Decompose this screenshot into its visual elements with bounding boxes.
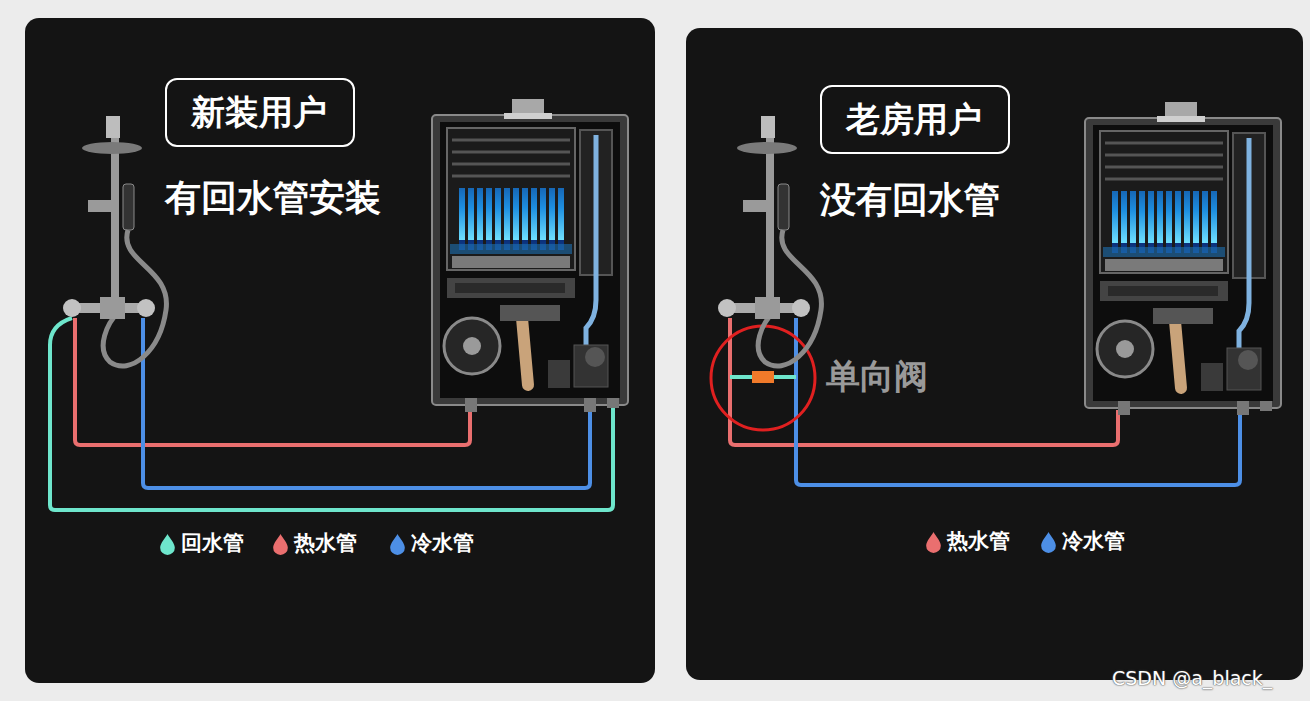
legend-text: 冷水管	[411, 531, 474, 556]
legend-text: 热水管	[294, 531, 357, 556]
legend-item: 回水管	[160, 531, 244, 556]
illustration-part	[25, 18, 655, 683]
legend-item: 冷水管	[1041, 529, 1125, 554]
left-shower	[63, 116, 166, 366]
legend-item: 热水管	[273, 531, 357, 556]
legend-swatch	[1041, 531, 1056, 553]
scene-panel: 没有回水管 老房用户	[686, 28, 1303, 680]
illustration-part	[686, 28, 1303, 680]
right-panel-ground	[686, 28, 1303, 680]
right-shower	[718, 116, 821, 366]
illustration-part	[75, 318, 470, 445]
legend-swatch	[273, 533, 288, 555]
illustration-part	[730, 318, 1118, 445]
water-drop	[160, 534, 175, 555]
illustration-part	[63, 116, 166, 366]
tag-text: 老房用户	[846, 97, 984, 141]
legend-swatch	[926, 531, 941, 553]
tag-text: 新装用户	[191, 90, 329, 134]
legend-item: 冷水管	[390, 531, 474, 556]
illustration-part	[1085, 102, 1281, 415]
illustration-part	[718, 116, 821, 366]
tag-box: 新装用户	[165, 78, 355, 147]
scene-panel: 有回水管安装 新装用户	[25, 18, 655, 683]
legend-swatch	[390, 533, 405, 555]
panel-heading: 有回水管安装	[165, 176, 381, 219]
illustration-part	[432, 99, 628, 412]
left-panel-ground	[25, 18, 655, 683]
left-heater	[432, 99, 628, 412]
illustration-part	[711, 326, 815, 430]
water-drop	[390, 534, 405, 555]
water-drop	[926, 532, 941, 553]
legend-swatch	[160, 533, 175, 555]
right-heater	[1085, 102, 1281, 415]
watermark: CSDN @a_black_	[1112, 667, 1272, 690]
water-drop	[1041, 532, 1056, 553]
panel-heading: 没有回水管	[820, 178, 1000, 221]
valve-label: 单向阀	[826, 356, 928, 397]
legend-text: 热水管	[947, 529, 1010, 554]
illustration-part	[752, 371, 774, 383]
legend-text: 冷水管	[1062, 529, 1125, 554]
legend-text: 回水管	[181, 531, 244, 556]
legend-item: 热水管	[926, 529, 1010, 554]
tag-box: 老房用户	[820, 85, 1010, 154]
water-drop	[273, 534, 288, 555]
